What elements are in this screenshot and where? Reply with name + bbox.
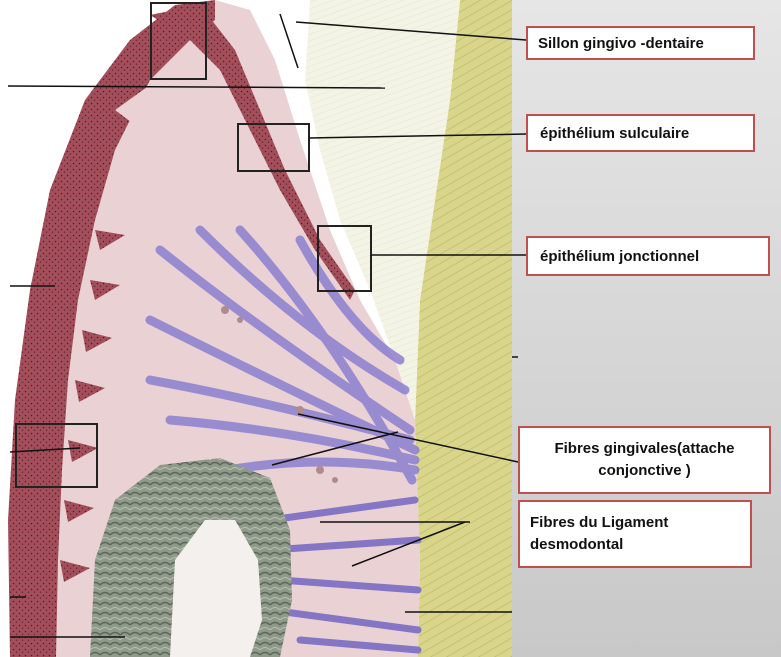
label-epithelium-jonctionnel: épithélium jonctionnel xyxy=(526,236,770,276)
label-epithelium-sulculaire: épithélium sulculaire xyxy=(526,114,755,152)
label-fibres-gingivales: Fibres gingivales(attache conjonctive ) xyxy=(518,426,771,494)
label-sillon-gingivo-dentaire: Sillon gingivo -dentaire xyxy=(526,26,755,60)
label-fibres-ligament-desmodontal: Fibres du Ligament desmodontal xyxy=(518,500,752,568)
